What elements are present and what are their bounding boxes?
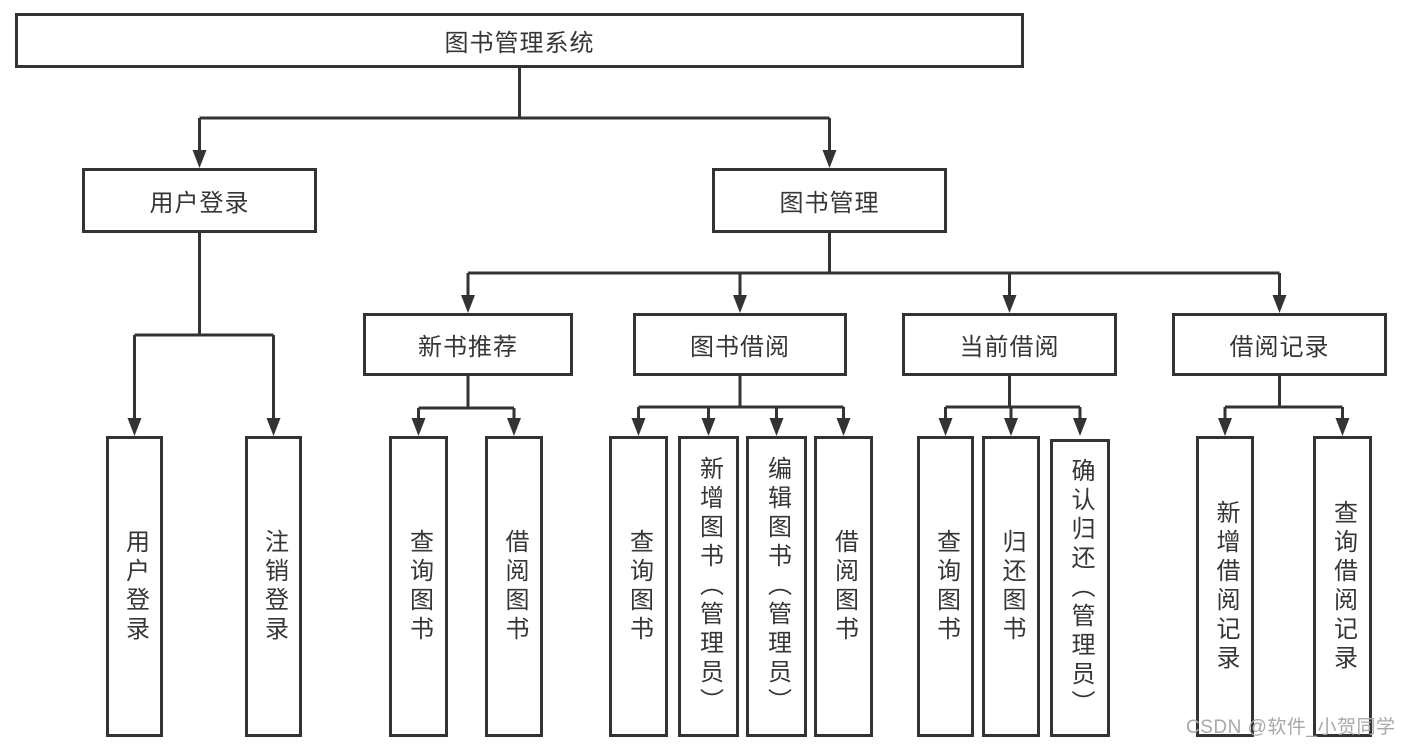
arrowhead <box>127 418 142 436</box>
arrowhead <box>1073 418 1087 436</box>
leaf-nbr-borrow-books: 借阅图书 <box>485 436 543 737</box>
node-user-login: 用户登录 <box>82 168 317 233</box>
arrowhead <box>1004 418 1018 436</box>
arrowhead <box>507 418 521 436</box>
arrowhead <box>733 295 747 313</box>
arrowhead <box>938 418 953 436</box>
node-borrow-records-label: 借阅记录 <box>1229 334 1330 361</box>
arrowhead <box>1272 295 1287 313</box>
node-borrow-records: 借阅记录 <box>1172 313 1387 376</box>
connector-borrow-records-children <box>1218 376 1350 436</box>
node-book-mgmt: 图书管理 <box>712 168 947 233</box>
leaf-logout: 注销登录 <box>245 436 302 737</box>
connector-book-borrow-children <box>631 376 851 436</box>
arrowhead <box>461 295 475 313</box>
connector-new-book-rec-children <box>411 376 521 436</box>
connector-book-mgmt-children <box>461 233 1287 313</box>
node-root-label: 图书管理系统 <box>444 30 595 57</box>
connector-current-borrow-children <box>938 376 1087 436</box>
node-current-borrow-label: 当前借阅 <box>959 334 1060 361</box>
node-new-book-rec: 新书推荐 <box>363 313 573 376</box>
node-current-borrow: 当前借阅 <box>902 313 1117 376</box>
leaf-user-login: 用户登录 <box>106 436 163 737</box>
arrowhead <box>1335 418 1350 436</box>
arrowhead <box>1218 418 1232 436</box>
leaf-nbr-query-books: 查询图书 <box>389 436 448 737</box>
node-book-borrow: 图书借阅 <box>633 313 847 376</box>
arrowhead <box>822 150 837 168</box>
connector-root-to-level1 <box>192 68 837 168</box>
leaf-cb-return-books: 归还图书 <box>982 436 1040 737</box>
leaf-cb-query-books: 查询图书 <box>917 436 974 737</box>
watermark: CSDN @软件_小贺同学 <box>1186 717 1396 738</box>
leaf-bb-query-books: 查询图书 <box>609 436 668 737</box>
node-book-mgmt-label: 图书管理 <box>779 190 880 217</box>
leaf-bb-edit-books-admin: 编辑图书（管理员） <box>746 436 807 737</box>
node-new-book-rec-label: 新书推荐 <box>418 334 518 361</box>
arrowhead <box>769 418 784 436</box>
arrowhead <box>631 418 646 436</box>
leaf-cb-confirm-return-admin: 确认归还（管理员） <box>1050 439 1110 737</box>
arrowhead <box>411 418 426 436</box>
arrowhead <box>701 418 716 436</box>
leaf-bb-add-books-admin: 新增图书（管理员） <box>678 436 739 737</box>
leaf-bb-borrow-books: 借阅图书 <box>814 436 873 737</box>
connector-user-login-children <box>127 233 281 436</box>
node-book-borrow-label: 图书借阅 <box>690 334 790 361</box>
node-root: 图书管理系统 <box>15 13 1024 68</box>
leaf-br-add-record: 新增借阅记录 <box>1196 436 1254 737</box>
arrowhead <box>836 418 851 436</box>
node-user-login-label: 用户登录 <box>149 190 250 217</box>
arrowhead <box>1002 295 1017 313</box>
arrowhead <box>192 150 207 168</box>
leaf-br-query-record: 查询借阅记录 <box>1313 436 1372 737</box>
arrowhead <box>266 418 281 436</box>
